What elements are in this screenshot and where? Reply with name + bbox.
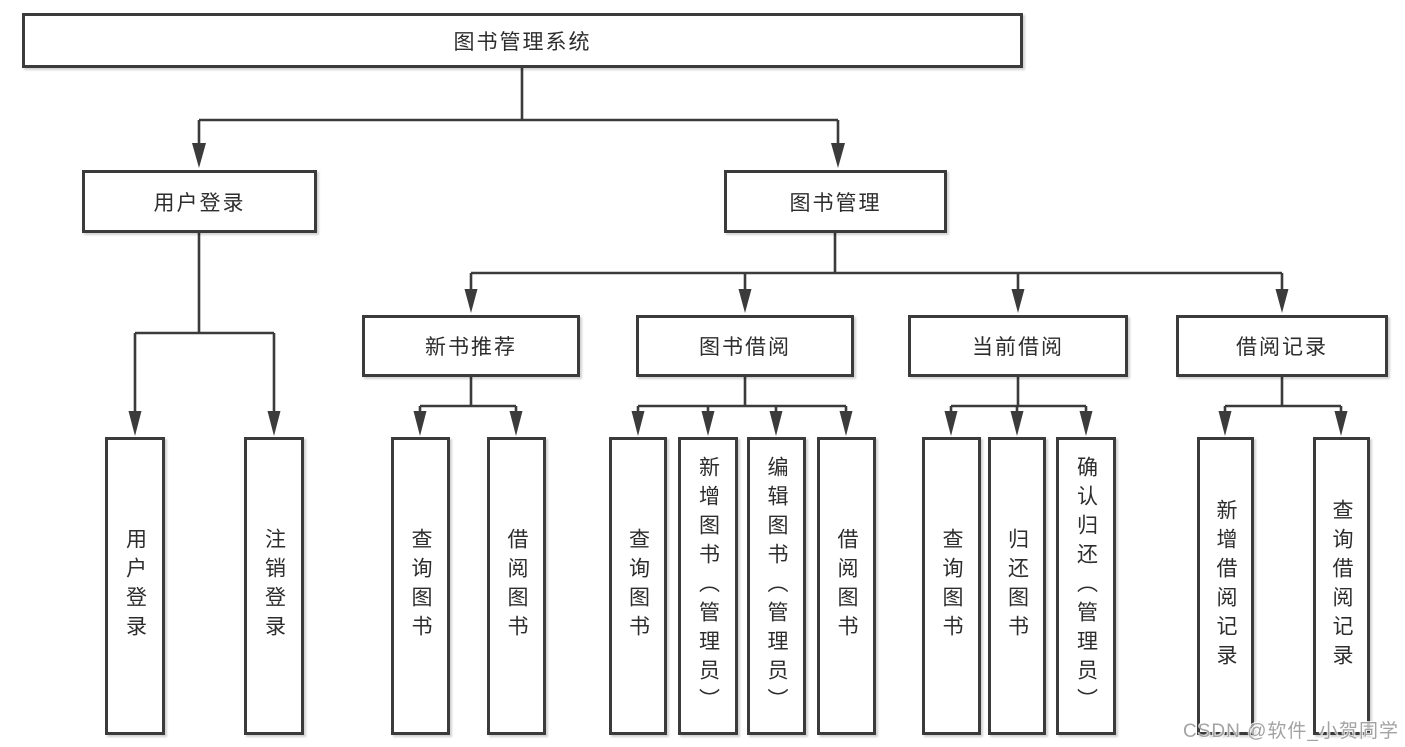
leaf-current-return-books-label: 归还图书 — [1005, 528, 1029, 644]
leaf-borrow-query-books-label: 查询图书 — [626, 528, 650, 644]
leaf-current-confirm-return-admin: 确认归还（管理员） — [1056, 437, 1116, 735]
leaf-current-confirm-return-admin-label: 确认归还（管理员） — [1074, 455, 1098, 717]
leaf-records-add-record-label: 新增借阅记录 — [1214, 499, 1237, 673]
leaf-logout: 注销登录 — [244, 437, 304, 735]
leaf-recommend-query-books: 查询图书 — [391, 437, 450, 735]
node-new-book-recommend: 新书推荐 — [362, 315, 580, 377]
node-book-management-branch: 图书管理 — [724, 170, 947, 233]
csdn-watermark: CSDN @软件_小贺同学 — [1183, 721, 1399, 742]
leaf-current-query-books-label: 查询图书 — [940, 528, 963, 644]
leaf-records-query-record: 查询借阅记录 — [1313, 437, 1370, 735]
leaf-borrow-add-books-admin: 新增图书（管理员） — [678, 437, 738, 735]
leaf-borrow-borrow-books-label: 借阅图书 — [835, 528, 858, 644]
leaf-borrow-query-books: 查询图书 — [609, 437, 667, 735]
leaf-recommend-borrow-books-label: 借阅图书 — [505, 528, 528, 644]
leaf-borrow-edit-books-admin-label: 编辑图书（管理员） — [765, 455, 788, 717]
leaf-borrow-borrow-books: 借阅图书 — [817, 437, 876, 735]
leaf-logout-label: 注销登录 — [262, 528, 286, 644]
leaf-recommend-borrow-books: 借阅图书 — [487, 437, 546, 735]
leaf-borrow-edit-books-admin: 编辑图书（管理员） — [747, 437, 806, 735]
node-book-borrow: 图书借阅 — [636, 315, 854, 377]
node-root-system: 图书管理系统 — [22, 13, 1023, 68]
leaf-current-return-books: 归还图书 — [988, 437, 1046, 735]
leaf-recommend-query-books-label: 查询图书 — [409, 528, 432, 644]
node-current-borrow: 当前借阅 — [908, 315, 1128, 377]
leaf-user-login: 用户登录 — [105, 437, 165, 735]
leaf-records-query-record-label: 查询借阅记录 — [1330, 499, 1353, 673]
leaf-current-query-books: 查询图书 — [922, 437, 981, 735]
node-user-login-branch: 用户登录 — [82, 170, 317, 233]
node-borrow-records: 借阅记录 — [1176, 315, 1388, 377]
leaf-user-login-label: 用户登录 — [123, 528, 147, 644]
leaf-records-add-record: 新增借阅记录 — [1197, 437, 1254, 735]
leaf-borrow-add-books-admin-label: 新增图书（管理员） — [696, 455, 720, 717]
